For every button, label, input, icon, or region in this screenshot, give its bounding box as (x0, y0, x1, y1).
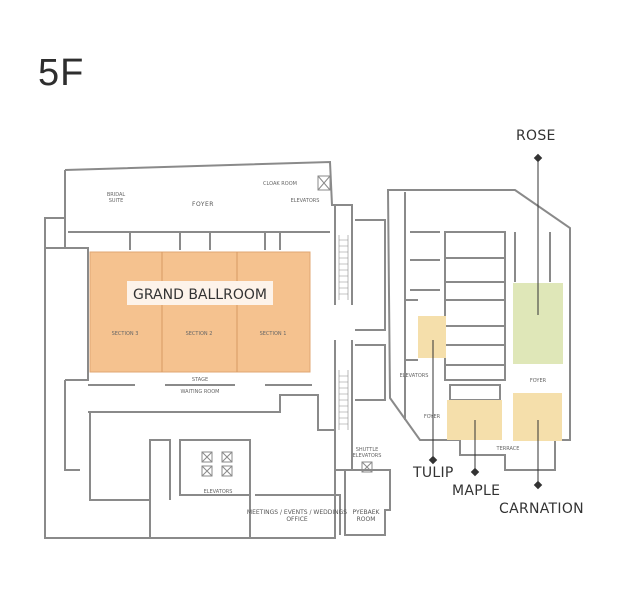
foyer-main-label: FOYER (192, 201, 214, 208)
meetings-office-label: MEETINGS / EVENTS / WEDDINGS (247, 509, 347, 516)
tulip-room[interactable] (418, 316, 446, 358)
foyer-right-label: FOYER (530, 378, 547, 384)
section-dividers (161, 252, 238, 372)
tulip-callout[interactable]: TULIP (413, 465, 454, 481)
elevators-center-label: ELEVATORS (204, 489, 233, 495)
section-2-label: SECTION 2 (186, 331, 213, 337)
maple-callout[interactable]: MAPLE (452, 483, 501, 499)
ballroom-label-box (127, 281, 273, 305)
pyebaek-room-label-2: ROOM (357, 516, 376, 523)
bridal-suite-label: BRIDAL (107, 192, 126, 198)
stage-label: STAGE (192, 377, 208, 383)
section-1-label: SECTION 1 (260, 331, 287, 337)
elevators-top-label: ELEVATORS (291, 198, 320, 204)
waiting-room-label: WAITING ROOM (181, 389, 220, 395)
shuttle-elevators-label-2: ELEVATORS (353, 453, 382, 459)
elevators-right-label: ELEVATORS (400, 373, 429, 379)
callout-leaders (428, 153, 543, 490)
floor-title: 5F (38, 52, 85, 94)
foyer-right-lower-label: FOYER (424, 414, 441, 420)
rose-callout[interactable]: ROSE (516, 128, 556, 144)
carnation-callout[interactable]: CARNATION (499, 501, 584, 517)
cloak-room-label: CLOAK ROOM (263, 181, 297, 187)
pyebaek-room-label: PYEBAEK (353, 509, 381, 516)
grand-ballroom[interactable] (89, 251, 311, 373)
bridal-suite-label-2: SUITE (109, 198, 124, 204)
meetings-office-label-2: OFFICE (286, 516, 308, 523)
section-3-label: SECTION 3 (112, 331, 139, 337)
grand-ballroom-label: GRAND BALLROOM (133, 287, 267, 303)
shuttle-elevators-label: SHUTTLE (356, 447, 379, 453)
terrace-label: TERRACE (496, 446, 520, 452)
escalators (338, 235, 349, 430)
elevator-hatches (201, 175, 373, 477)
